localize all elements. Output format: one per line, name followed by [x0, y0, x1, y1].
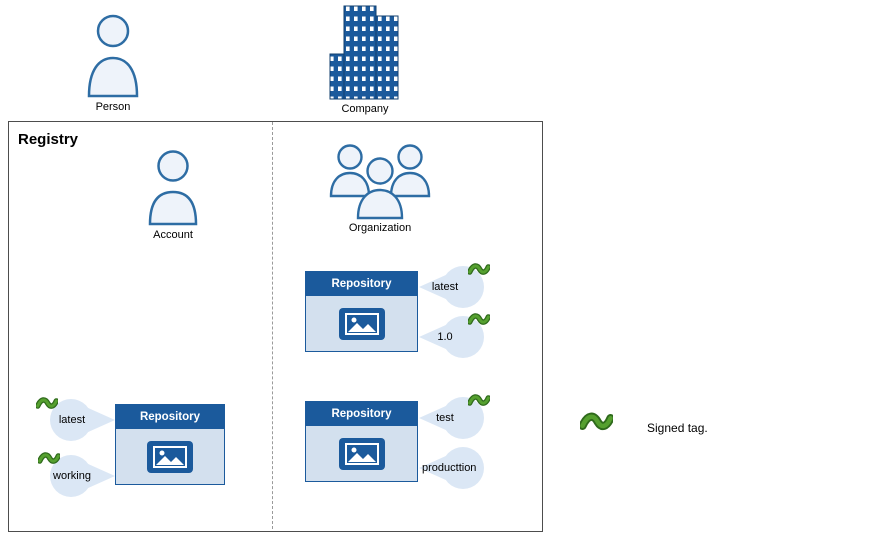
image-icon — [338, 437, 385, 470]
legend-label: Signed tag. — [647, 421, 708, 435]
image-icon — [147, 440, 193, 473]
tag-label: latest — [58, 414, 86, 426]
repository-card-org-bottom: Repository — [305, 401, 418, 482]
tag-balloon — [419, 396, 485, 440]
tag-balloon — [419, 315, 485, 359]
account-icon — [147, 148, 199, 226]
repository-card-org-top: Repository — [305, 271, 418, 352]
tag-label: 1.0 — [437, 331, 453, 343]
signed-tag-icon — [466, 393, 492, 413]
tag-balloon — [49, 454, 115, 498]
registry-title: Registry — [18, 131, 79, 148]
tag-label: producttion — [422, 462, 477, 474]
tag-label: working — [53, 470, 91, 482]
organization-label: Organization — [348, 222, 412, 234]
person-label: Person — [95, 101, 131, 113]
image-icon — [338, 307, 385, 340]
signed-tag-icon — [466, 262, 492, 282]
tag-balloon — [419, 446, 485, 490]
registry-divider — [272, 122, 273, 529]
tag-balloon — [49, 398, 115, 442]
repository-body — [306, 426, 417, 481]
signed-tag-icon — [466, 312, 492, 332]
organization-icon — [324, 142, 436, 220]
repository-card-account: Repository — [115, 404, 225, 485]
person-icon — [86, 12, 140, 98]
repository-header: Repository — [306, 402, 417, 426]
tag-label: latest — [431, 281, 459, 293]
repository-body — [116, 429, 224, 484]
tag-label: test — [436, 412, 454, 424]
signed-tag-icon — [34, 396, 60, 416]
repository-header: Repository — [116, 405, 224, 429]
account-label: Account — [153, 229, 193, 241]
signed-tag-icon — [36, 451, 62, 471]
repository-header: Repository — [306, 272, 417, 296]
company-icon — [328, 4, 402, 101]
tag-balloon — [419, 265, 485, 309]
company-label: Company — [341, 103, 389, 115]
repository-body — [306, 296, 417, 351]
legend-signed-tag-icon — [578, 411, 615, 438]
